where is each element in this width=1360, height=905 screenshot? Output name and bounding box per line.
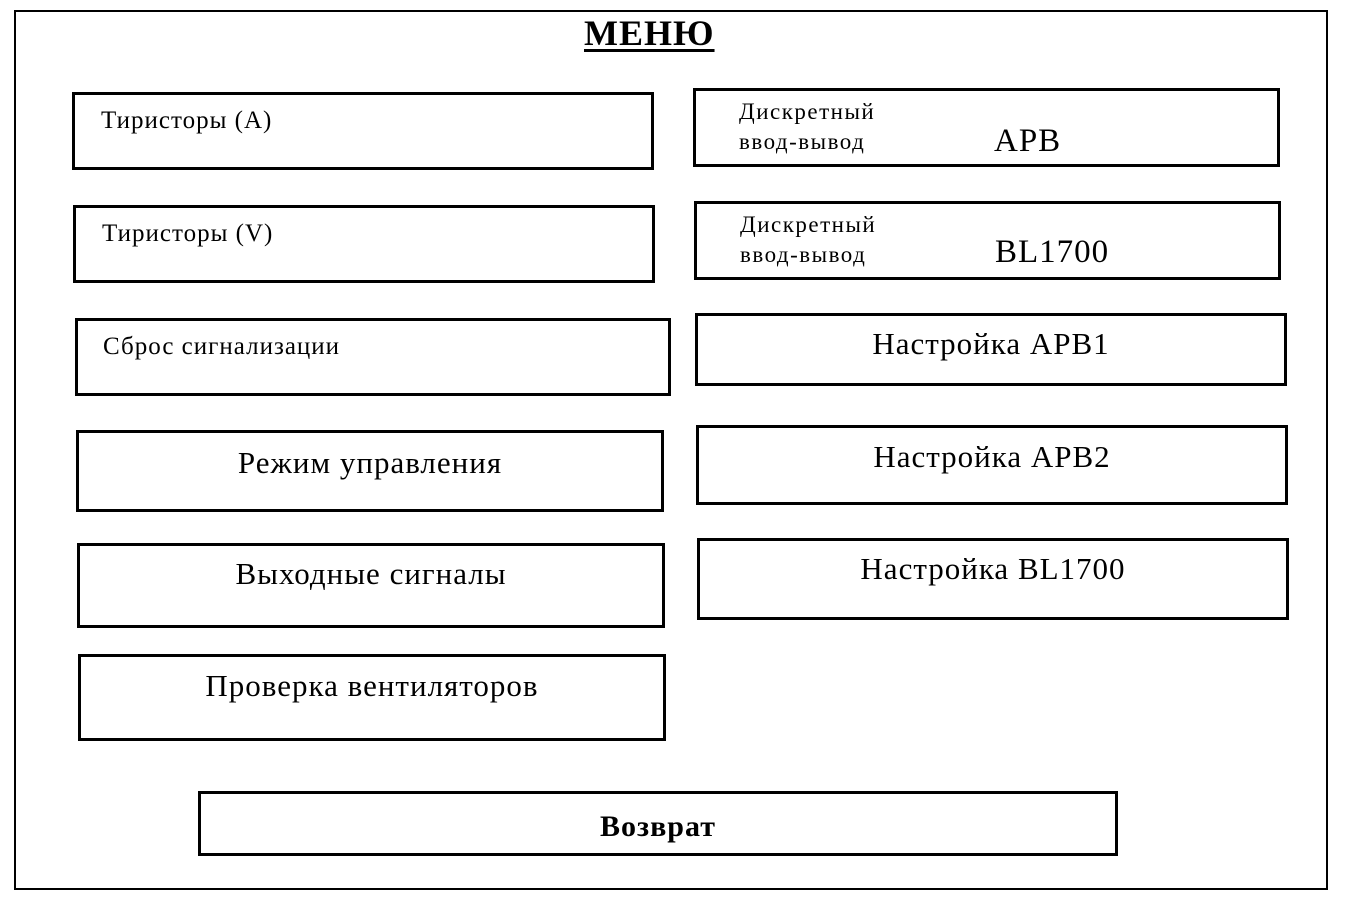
output-signals-button[interactable]: Выходные сигналы [77,543,665,628]
output-signals-label: Выходные сигналы [235,556,507,591]
setup-arv1-label: Настройка АРВ1 [872,326,1110,361]
reset-alarm-button[interactable]: Сброс сигнализации [75,318,671,396]
return-button[interactable]: Возврат [198,791,1118,856]
setup-arv2-label: Настройка АРВ2 [873,439,1111,474]
setup-arv2-button[interactable]: Настройка АРВ2 [696,425,1288,505]
menu-window [14,10,1328,890]
discrete-io-bl-line2: ввод-вывод [740,242,867,267]
thyristors-v-button[interactable]: Тиристоры (V) [73,205,655,283]
discrete-io-arv-button[interactable]: Дискретный ввод-вывод АРВ [693,88,1280,167]
control-mode-label: Режим управления [237,445,503,480]
setup-arv1-button[interactable]: Настройка АРВ1 [695,313,1287,386]
discrete-io-arv-line2: ввод-вывод [739,129,866,154]
return-label: Возврат [600,810,716,843]
thyristors-a-label: Тиристоры (A) [101,107,273,134]
discrete-io-bl-button[interactable]: Дискретный ввод-вывод BL1700 [694,201,1281,280]
thyristors-a-button[interactable]: Тиристоры (A) [72,92,654,170]
control-mode-button[interactable]: Режим управления [76,430,664,512]
fan-check-label: Проверка вентиляторов [205,668,539,703]
discrete-io-bl-line1: Дискретный [740,212,877,237]
discrete-io-arv-line1: Дискретный [739,99,876,124]
setup-bl1700-label: Настройка BL1700 [860,551,1126,586]
discrete-io-arv-suffix: АРВ [994,123,1062,159]
setup-bl1700-button[interactable]: Настройка BL1700 [697,538,1289,620]
reset-alarm-label: Сброс сигнализации [103,333,341,360]
discrete-io-bl-suffix: BL1700 [995,234,1110,270]
thyristors-v-label: Тиристоры (V) [102,220,274,247]
fan-check-button[interactable]: Проверка вентиляторов [78,654,666,741]
menu-title: МЕНЮ [584,13,715,53]
